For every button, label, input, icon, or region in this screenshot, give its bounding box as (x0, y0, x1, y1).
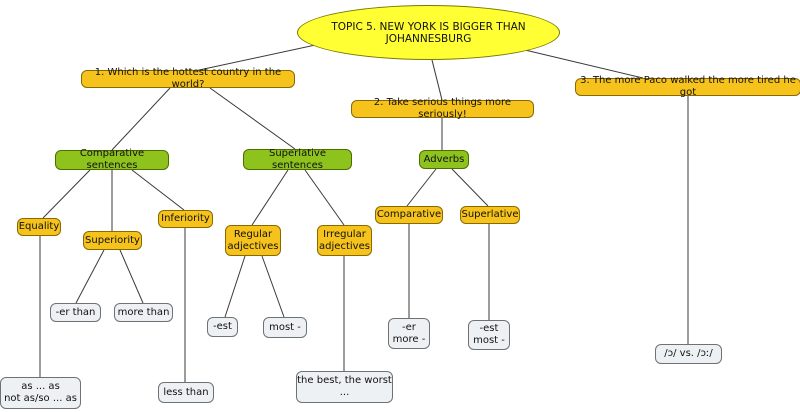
sub-adverb-comparative: Comparative (375, 206, 443, 224)
leaf-est: -est (207, 317, 238, 337)
edge-superiority-morethan (119, 249, 144, 304)
edge-comparative-inferiority (131, 169, 185, 211)
edge-regular-most (261, 255, 285, 318)
sub-inferiority: Inferiority (158, 210, 213, 228)
leaf-er-more: -er more - (388, 318, 430, 349)
edge-title-b2 (431, 59, 443, 101)
leaf-less-than: less than (158, 382, 214, 403)
leaf-more-than: more than (114, 303, 173, 322)
edge-adverbs-comparative (406, 168, 437, 207)
category-adverbs: Adverbs (419, 150, 469, 169)
sub-regular-adjectives: Regular adjectives (225, 225, 281, 256)
edge-b1-superlative (209, 87, 296, 150)
leaf-most: most - (263, 317, 307, 338)
edge-comparative-equality (42, 169, 91, 219)
category-superlative-sentences: Superlative sentences (243, 148, 352, 171)
edge-title-b1 (189, 43, 321, 73)
edge-adverbs-superlative (451, 168, 489, 207)
edge-superlative-irregular (304, 169, 345, 226)
sub-adverb-superlative: Superlative (460, 206, 520, 224)
sub-superiority: Superiority (83, 231, 142, 250)
leaf-er-than: -er than (50, 303, 101, 322)
category-comparative-sentences: Comparative sentences (55, 148, 169, 171)
edge-regular-est (224, 255, 246, 318)
leaf-est-most: -est most - (468, 320, 510, 350)
sub-irregular-adjectives: Irregular adjectives (317, 225, 372, 256)
topic-title: TOPIC 5. NEW YORK IS BIGGER THAN JOHANNE… (297, 5, 560, 60)
edge-superiority-erthan (75, 249, 105, 304)
leaf-vowel-contrast: /ɔ/ vs. /ɔː/ (655, 344, 722, 364)
branch-serious-things: 2. Take serious things more seriously! (351, 97, 534, 120)
sub-equality: Equality (17, 218, 61, 236)
edge-b1-comparative (111, 87, 171, 151)
branch-paco-walked: 3. The more Paco walked the more tired h… (575, 75, 800, 98)
edge-superlative-regular (251, 169, 289, 226)
leaf-as-as: as ... as not as/so ... as (0, 377, 81, 409)
branch-hottest-country: 1. Which is the hottest country in the w… (81, 67, 295, 90)
edge-title-b3 (524, 49, 644, 79)
leaf-best-worst: the best, the worst ... (296, 371, 393, 403)
